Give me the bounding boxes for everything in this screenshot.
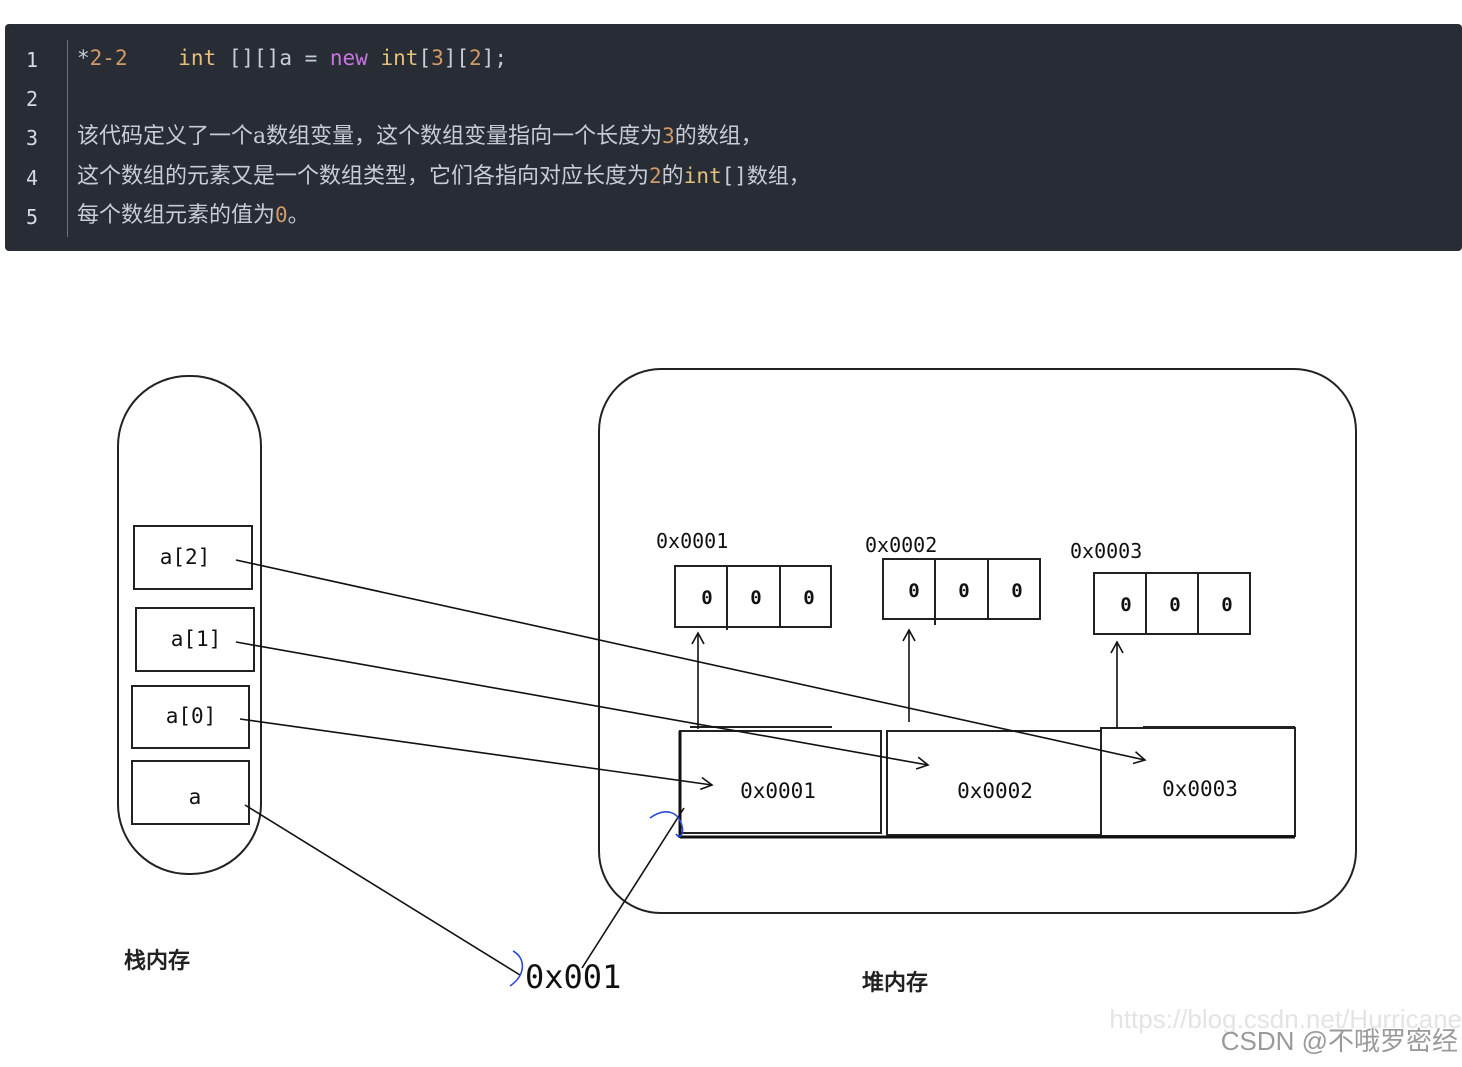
- code-token: 这个数组的元素又是一个数组类型，它们各指向对应长度为: [77, 164, 650, 189]
- watermark-credit: CSDN @不哦罗密经: [1221, 1026, 1458, 1056]
- inner-array-2: [882, 558, 1041, 625]
- line-number: 5: [25, 205, 39, 229]
- inner-array-2-address: 0x0002: [865, 533, 937, 557]
- inner-array-2-value: 0: [908, 580, 919, 602]
- code-token: 的数组，: [674, 124, 763, 149]
- code-line-1: *2-2 int [][]a = new int[3][2];: [77, 38, 507, 78]
- stack-cell-a: [131, 760, 250, 825]
- blue-pen-mark: [649, 811, 684, 838]
- reference-line: [244, 804, 521, 976]
- code-token: int: [683, 164, 722, 188]
- code-token: *: [77, 46, 90, 70]
- pointer-arrow: [239, 718, 714, 791]
- stack-cell-a0-label: a[0]: [166, 704, 217, 728]
- stack-cell-a2: [133, 525, 253, 590]
- code-token: int: [380, 46, 419, 70]
- outer-array-cell-1: 0x0001: [740, 779, 816, 803]
- code-token: 该代码定义了一个a数组变量，这个数组变量指向一个长度为: [77, 124, 663, 149]
- stack-cell-a0: [131, 685, 250, 749]
- inner-array-3: [1093, 572, 1251, 635]
- inner-array-1-address: 0x0001: [656, 529, 728, 553]
- stack-cell-a1-label: a[1]: [171, 627, 222, 651]
- code-block: 1 2 3 4 5 *2-2 int [][]a = new int[3][2]…: [5, 24, 1462, 251]
- line-number-gutter: 1 2 3 4 5: [5, 40, 68, 237]
- pointer-arrow: [235, 559, 1147, 765]
- code-token: new: [329, 46, 368, 70]
- line-number: 4: [25, 166, 39, 190]
- pointer-arrow: [235, 641, 930, 770]
- line-number: 3: [25, 126, 39, 150]
- inner-array-1-value: 0: [803, 587, 814, 609]
- code-token: 3: [431, 46, 444, 70]
- code-token: [: [418, 46, 432, 70]
- code-token: [][]a =: [216, 46, 330, 70]
- code-token: 每个数组元素的值为: [77, 203, 276, 228]
- code-token: 2: [469, 46, 482, 70]
- code-token: 0: [275, 203, 288, 227]
- outer-array-cell-2: 0x0002: [957, 779, 1033, 803]
- inner-array-2-value: 0: [1011, 580, 1022, 602]
- stack-cell-a-label: a: [189, 785, 202, 809]
- watermark-url: https://blog.csdn.net/Hurricane: [1109, 1004, 1462, 1034]
- stack-cell-a1: [135, 607, 255, 672]
- heap-memory-label: 堆内存: [862, 970, 928, 996]
- line-number: 1: [25, 48, 39, 72]
- inner-array-3-value: 0: [1120, 594, 1131, 616]
- inner-array-3-address: 0x0003: [1070, 539, 1142, 563]
- inner-array-1-value: 0: [701, 587, 712, 609]
- inner-array-1-value: 0: [750, 587, 761, 609]
- inner-array-1: [674, 565, 832, 630]
- stack-cell-a2-label: a[2]: [160, 545, 211, 569]
- code-line-3: 该代码定义了一个a数组变量，这个数组变量指向一个长度为3的数组，: [77, 116, 763, 157]
- line-number: 2: [25, 87, 39, 111]
- heap-memory-region: [598, 368, 1357, 914]
- reference-address: 0x001: [525, 958, 621, 996]
- code-token: 。: [287, 203, 310, 228]
- outer-array-cell-3: 0x0003: [1162, 777, 1238, 801]
- code-token: 2-2: [89, 46, 128, 70]
- code-token: []数组，: [721, 164, 810, 188]
- code-token: 2: [649, 164, 662, 188]
- code-line-5: 每个数组元素的值为0。: [77, 195, 310, 236]
- blue-pen-mark: [509, 950, 524, 987]
- inner-array-2-value: 0: [958, 580, 969, 602]
- reference-line: [581, 807, 685, 969]
- stack-memory-region: [117, 375, 262, 875]
- code-line-4: 这个数组的元素又是一个数组类型，它们各指向对应长度为2的int[]数组，: [77, 156, 810, 197]
- outer-array: [678, 726, 1296, 839]
- code-token: int: [178, 46, 217, 70]
- code-token: 3: [662, 124, 675, 148]
- code-token: 的: [661, 164, 684, 189]
- code-token: ];: [481, 46, 507, 70]
- stack-memory-label: 栈内存: [124, 948, 190, 974]
- inner-array-3-value: 0: [1221, 594, 1232, 616]
- inner-array-3-value: 0: [1169, 594, 1180, 616]
- code-token: ][: [443, 46, 470, 70]
